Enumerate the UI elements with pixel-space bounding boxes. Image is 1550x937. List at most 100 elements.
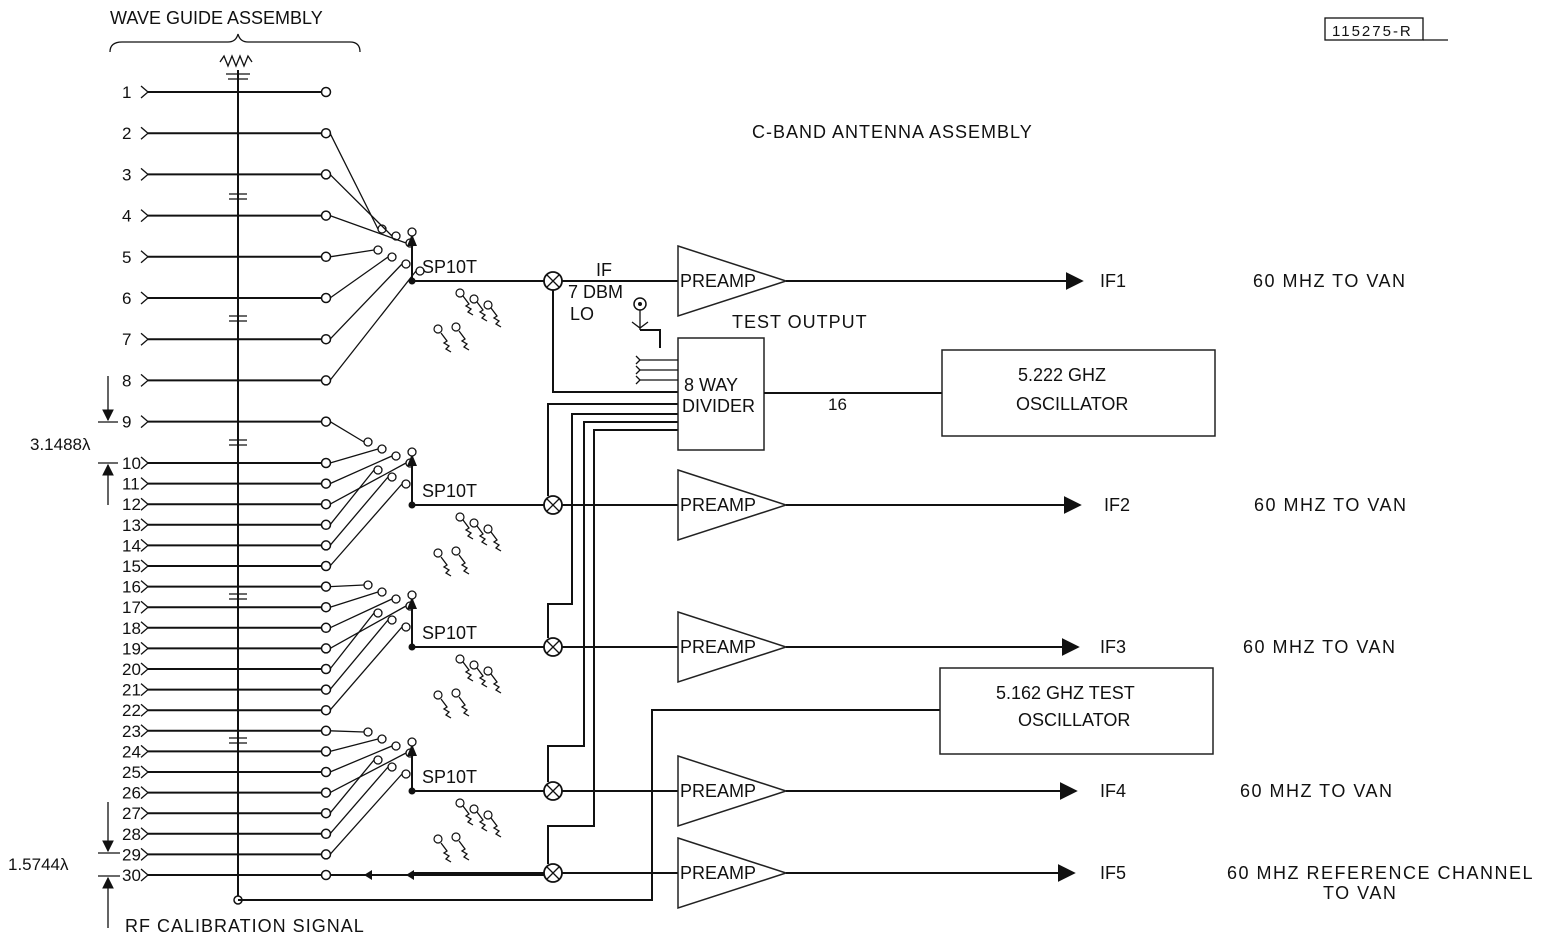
port-number: 13 <box>122 516 141 535</box>
port-row: 13 <box>122 465 383 535</box>
test-oscillator: 5.162 GHZ TEST OSCILLATOR <box>939 667 1214 755</box>
preamp: PREAMP <box>677 754 789 828</box>
port-number: 22 <box>122 701 141 720</box>
port-row: 25 <box>122 741 401 782</box>
preamp-label: PREAMP <box>680 271 756 291</box>
sp10t-switch: SP10T <box>407 447 502 577</box>
port-row: 27 <box>122 755 383 823</box>
receiver-channel: SP10T PREAMP IF3 60 MHZ TO VAN <box>407 590 1397 719</box>
port-number: 27 <box>122 804 141 823</box>
port-row: 18 <box>122 594 401 638</box>
sp10t-switch: SP10T <box>407 590 502 719</box>
sp10t-switch: SP10T <box>407 737 502 863</box>
port-number: 20 <box>122 660 141 679</box>
channel-destination: 60 MHZ REFERENCE CHANNEL <box>1227 863 1534 883</box>
port-row: 23 <box>122 722 373 741</box>
port-number: 17 <box>122 598 141 617</box>
port-number: 14 <box>122 536 141 555</box>
port-number: 7 <box>122 330 131 349</box>
if-output-label: IF1 <box>1100 271 1126 291</box>
diagram-title: C-BAND ANTENNA ASSEMBLY <box>752 122 1033 142</box>
test-output-label: TEST OUTPUT <box>732 312 868 332</box>
if-output-label: IF3 <box>1100 637 1126 657</box>
port-number: 19 <box>122 639 141 658</box>
test-oscillator-label: OSCILLATOR <box>1018 710 1130 730</box>
port-number: 1 <box>122 83 131 102</box>
eight-way-divider: 8 WAY DIVIDER <box>635 337 765 451</box>
preamp-label: PREAMP <box>680 637 756 657</box>
port-row: 30 <box>122 866 548 885</box>
if-output-label: IF5 <box>1100 863 1126 883</box>
mixer-icon <box>543 863 563 883</box>
port-row: 28 <box>122 762 397 844</box>
port-number: 29 <box>122 845 141 864</box>
port-row: 7 <box>122 259 411 349</box>
port-number: 21 <box>122 681 141 700</box>
port-row: 26 <box>122 748 415 803</box>
divider-terminations <box>635 355 678 385</box>
port-row: 12 <box>122 458 415 514</box>
port-row: 6 <box>122 252 397 308</box>
port-row: 8 <box>122 266 425 390</box>
channel-destination: 60 MHZ TO VAN <box>1243 637 1397 657</box>
preamp: PREAMP <box>677 610 789 684</box>
channel-destination: 60 MHZ TO VAN <box>1254 495 1408 515</box>
port-number: 23 <box>122 722 141 741</box>
rf-calibration-label: RF CALIBRATION SIGNAL <box>125 916 365 936</box>
waveguide-ports: 1234567891011121314151617181920212223242… <box>122 83 548 885</box>
port-row: 3 <box>122 165 401 241</box>
receiver-channel: SP10T PREAMP IF1 60 MHZ TO VAN <box>407 227 1407 353</box>
port-number: 25 <box>122 763 141 782</box>
port-row: 24 <box>122 734 387 761</box>
waveguide-brace <box>109 33 361 53</box>
test-oscillator-freq: 5.162 GHZ TEST <box>996 683 1135 703</box>
port-row: 9 <box>122 413 373 447</box>
lo-level-note: 7 DBM <box>568 282 623 302</box>
switch-label: SP10T <box>422 767 477 787</box>
port-number: 18 <box>122 619 141 638</box>
waveguide-bus <box>219 54 253 905</box>
waveguide-label: WAVE GUIDE ASSEMBLY <box>110 8 323 28</box>
main-oscillator-label: OSCILLATOR <box>1016 394 1128 414</box>
switch-label: SP10T <box>422 481 477 501</box>
channel-destination: 60 MHZ TO VAN <box>1253 271 1407 291</box>
port-number: 26 <box>122 784 141 803</box>
sp10t-switch: SP10T <box>407 227 502 353</box>
rf-calibration-line: RF CALIBRATION SIGNAL <box>125 709 940 936</box>
lo-note: LO <box>570 304 594 324</box>
preamp-label: PREAMP <box>680 863 756 883</box>
port-row: 14 <box>122 472 397 555</box>
port-number: 12 <box>122 495 141 514</box>
spacing-bottom-label: 1.5744λ <box>8 855 69 874</box>
divider-link-label: 16 <box>828 395 847 414</box>
channel-destination-line2: TO VAN <box>1323 883 1397 903</box>
test-output-connector: TEST OUTPUT <box>631 297 868 348</box>
port-number: 28 <box>122 825 141 844</box>
port-number: 8 <box>122 371 131 390</box>
mixer-icon <box>543 495 563 515</box>
mixer-icon <box>543 781 563 801</box>
waveguide-break-marks <box>229 193 247 744</box>
if-note: IF <box>596 260 612 280</box>
port-row: 21 <box>122 615 397 700</box>
main-oscillator-freq: 5.222 GHZ <box>1018 365 1106 385</box>
spacing-dimension-top: 3.1488λ <box>30 376 118 505</box>
port-row: 1 <box>122 83 332 102</box>
port-number: 30 <box>122 866 141 885</box>
port-row: 11 <box>122 451 401 494</box>
port-row: 19 <box>122 601 415 658</box>
spacing-top-label: 3.1488λ <box>30 435 91 454</box>
switch-label: SP10T <box>422 257 477 277</box>
port-row: 16 <box>122 578 373 597</box>
channel-destination: 60 MHZ TO VAN <box>1240 781 1394 801</box>
doc-number-box: 115275-R <box>1324 17 1448 41</box>
port-row: 15 <box>122 479 411 576</box>
port-row: 20 <box>122 608 383 679</box>
port-number: 24 <box>122 742 141 761</box>
port-number: 15 <box>122 557 141 576</box>
lo-distribution <box>547 290 678 864</box>
